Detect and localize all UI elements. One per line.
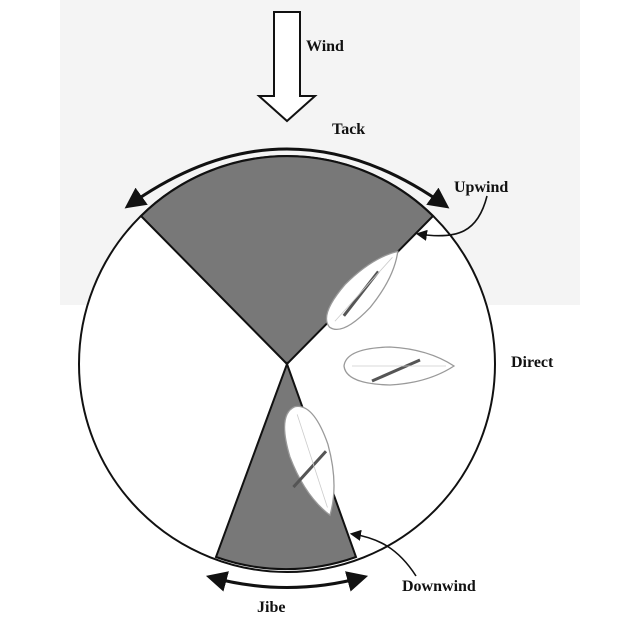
upwind-pointer-arrow xyxy=(415,195,488,241)
tack-label: Tack xyxy=(332,121,365,138)
downwind-pointer-arrow xyxy=(349,529,417,577)
downwind-label: Downwind xyxy=(402,578,476,595)
direct-label: Direct xyxy=(511,354,554,371)
jibe-arc-arrow xyxy=(205,571,369,592)
no-go-downwind-sector xyxy=(214,361,358,571)
sailboat-direct-icon xyxy=(343,346,456,386)
wind-label: Wind xyxy=(306,38,344,55)
wind-arrow-icon xyxy=(256,11,318,123)
upwind-label: Upwind xyxy=(454,179,508,196)
sailboat-upwind-icon xyxy=(325,250,399,331)
tack-arc-arrow xyxy=(124,147,450,209)
jibe-label: Jibe xyxy=(257,599,285,616)
sailboat-downwind-icon xyxy=(283,405,335,517)
